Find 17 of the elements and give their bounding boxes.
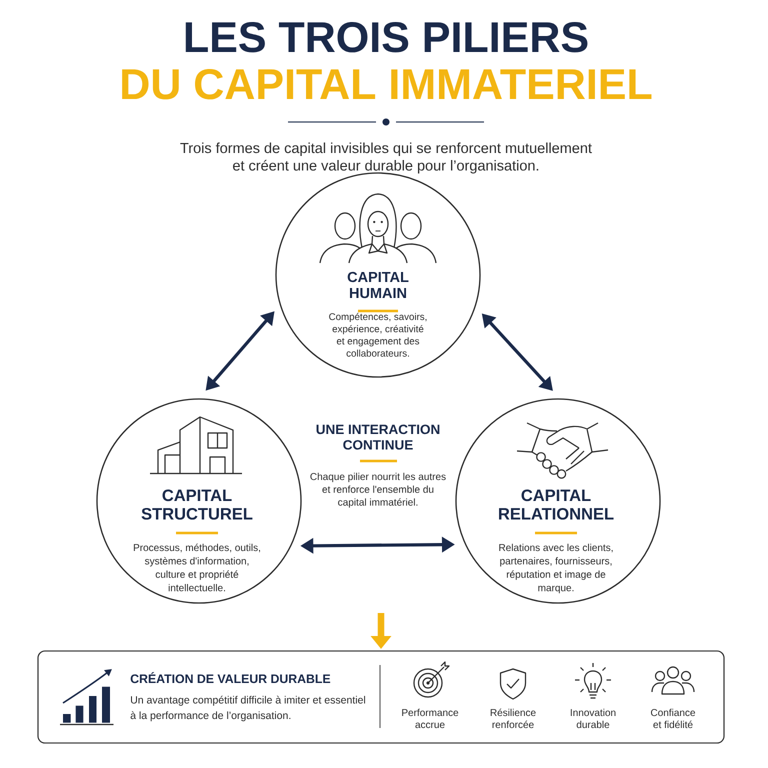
section-heading: UNE INTERACTION CONTINUE (316, 424, 440, 450)
section-text: Chaque pilier nourrit les autres et renforce l'ensemble du capital immatériel. (310, 472, 446, 508)
benefit-label: Confiance et fidélité (651, 708, 696, 728)
pillar-title: CAPITAL HUMAIN (348, 272, 408, 298)
pillar-title: CAPITAL STRUCTUREL (142, 489, 252, 520)
subtitle: Trois formes de capital invisibles qui se renforcent mutuellement et créent une valeur durable pour l’organisation. (180, 142, 592, 174)
panel-text: Un avantage compétitif difficile à imiter et essentiel à la performance de l’organisation. (130, 696, 366, 722)
panel-heading: CRÉATION DE VALEUR DURABLE (130, 672, 330, 684)
benefit-label: Résilience renforcée (490, 708, 536, 728)
pillar-text: Processus, méthodes, outils, systèmes d'information, culture et propriété intellectuelle. (134, 544, 260, 592)
title: DU CAPITAL IMMATERIEL (122, 68, 652, 100)
benefit-label: Innovation durable (570, 708, 616, 728)
pillar-title: CAPITAL RELATIONNEL (499, 489, 614, 520)
pillar-text: Compétences, savoirs, expérience, créativité et engagement des collaborateurs. (329, 312, 426, 357)
benefit-label: Performance accrue (402, 708, 458, 728)
title: LES TROIS PILIERS (186, 22, 588, 52)
pillar-text: Relations avec les clients, partenaires, fournisseurs, réputation et image de marque. (499, 544, 613, 594)
